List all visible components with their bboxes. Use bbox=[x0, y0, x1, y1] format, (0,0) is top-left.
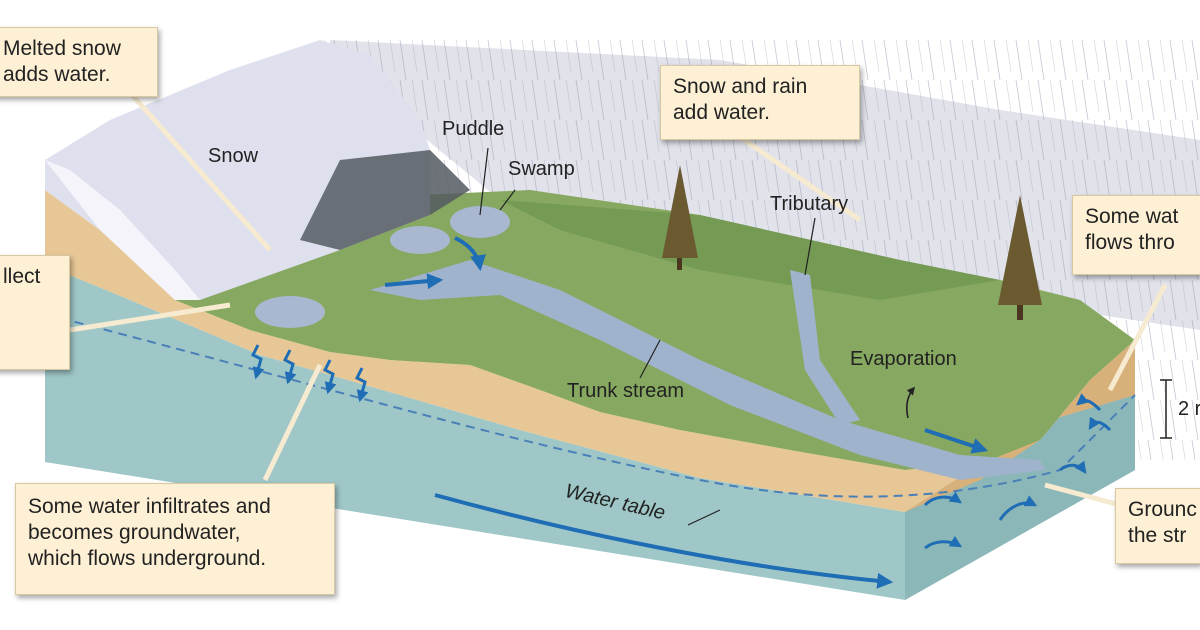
callout-line: which flows underground. bbox=[28, 547, 267, 570]
scale-bar bbox=[1160, 379, 1172, 439]
swamp-pool bbox=[450, 206, 510, 238]
label-leaders bbox=[479, 147, 816, 526]
callout-melted-snow: Melted snow adds water. bbox=[0, 27, 158, 97]
callout-line: the str bbox=[1128, 524, 1187, 547]
callout-line: Some wat bbox=[1085, 205, 1179, 228]
callout-groundwater-right: Grounc the str bbox=[1115, 488, 1200, 564]
callout-some-water-right: Some wat flows thro bbox=[1072, 195, 1200, 275]
callout-line: Grounc bbox=[1128, 498, 1197, 521]
surface-flow-arrow-3 bbox=[924, 428, 989, 454]
rock-melt-edge bbox=[300, 150, 470, 250]
groundwater-flow-arrow bbox=[434, 493, 894, 589]
surface-flow-arrow-2 bbox=[454, 236, 486, 272]
trunk-stream bbox=[370, 260, 1045, 480]
surface-flow-arrow-1 bbox=[384, 273, 444, 290]
label-trunk-stream: Trunk stream bbox=[567, 380, 685, 402]
label-scale: 2 r bbox=[1178, 398, 1200, 420]
callout-line: becomes groundwater, bbox=[28, 521, 241, 544]
leader-lines bbox=[69, 68, 1168, 508]
snow-face bbox=[45, 160, 200, 300]
puddle-small bbox=[390, 226, 450, 254]
label-swamp: Swamp bbox=[508, 158, 575, 180]
callout-line: Snow and rain bbox=[673, 75, 808, 98]
grass-shade bbox=[500, 200, 1000, 300]
callout-infiltrates: Some water infiltrates and becomes groun… bbox=[15, 483, 335, 595]
callout-line: adds water. bbox=[3, 63, 111, 86]
right-end-face bbox=[905, 395, 1135, 600]
callout-snow-rain: Snow and rain add water. bbox=[660, 65, 860, 140]
label-evaporation: Evaporation bbox=[850, 348, 957, 370]
callout-line: Melted snow bbox=[3, 37, 121, 60]
tributary-channel bbox=[790, 270, 860, 425]
seepage-arrows bbox=[923, 393, 1112, 550]
tree-left bbox=[662, 165, 698, 270]
callout-line: llect bbox=[3, 265, 41, 288]
groundwater-zone bbox=[45, 265, 1135, 600]
sand-zone bbox=[45, 190, 1135, 512]
label-snow: Snow bbox=[208, 145, 259, 167]
tree-right bbox=[998, 195, 1042, 320]
callout-line: flows thro bbox=[1085, 231, 1175, 254]
callout-line: add water. bbox=[673, 101, 770, 124]
callout-line: Some water infiltrates and bbox=[28, 495, 271, 518]
evaporation-arrow bbox=[906, 386, 916, 419]
infiltration-arrows bbox=[250, 344, 369, 403]
label-tributary: Tributary bbox=[770, 193, 849, 215]
label-puddle: Puddle bbox=[442, 118, 505, 140]
callout-collect: llect bbox=[0, 255, 70, 370]
puddle-large bbox=[255, 296, 325, 328]
